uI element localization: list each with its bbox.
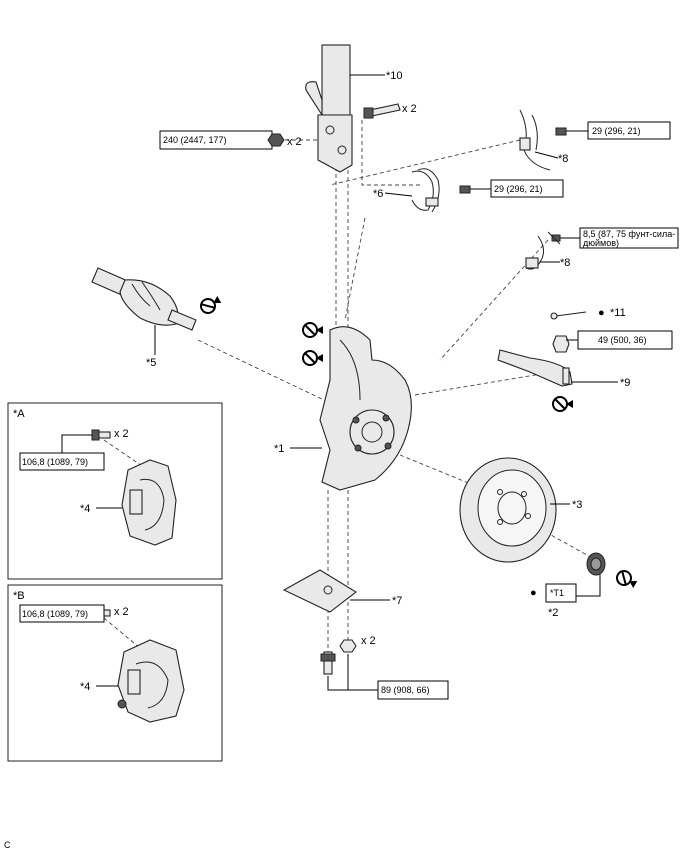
torque-bracket: 29 (296, 21)	[494, 184, 543, 194]
no-reuse-icon	[552, 396, 574, 412]
torque-caliper-b: 106,8 (1089, 79)	[22, 609, 88, 619]
cotter-pin	[550, 311, 587, 320]
strut-assembly	[305, 44, 385, 173]
label-panel-a: *A	[13, 408, 25, 420]
torque-sensor-top: 29 (296, 21)	[592, 126, 641, 136]
dot-cotter-pin: ●	[598, 307, 605, 319]
panel-a	[7, 402, 223, 580]
label-hub-nut: *2	[548, 607, 558, 619]
brake-caliper-a	[121, 459, 177, 546]
qty-strut-nut: x 2	[287, 136, 302, 148]
label-sensor-lower: *8	[560, 257, 570, 269]
panel-b	[7, 584, 223, 762]
qty-caliper-a: x 2	[114, 428, 129, 440]
steering-knuckle	[319, 326, 412, 491]
label-tie-rod: *9	[620, 377, 630, 389]
qty-caliper-b: x 2	[114, 606, 129, 618]
torque-box-caliper-b	[19, 604, 105, 623]
speed-sensor-lower	[525, 231, 561, 270]
label-caliper-b: *4	[80, 681, 90, 693]
qty-lower: x 2	[361, 635, 376, 647]
label-bracket: *6	[373, 188, 383, 200]
label-strut: *10	[386, 70, 403, 82]
label-plate: *7	[392, 595, 402, 607]
strut-bolt	[363, 103, 401, 119]
brake-disc	[459, 457, 557, 563]
corner-code: C	[4, 840, 11, 850]
dot-hub-nut: ●	[530, 587, 537, 599]
strut-nut	[267, 133, 285, 147]
lower-plate	[282, 569, 357, 613]
hub-nut	[586, 552, 606, 576]
torque-sensor-line2: дюймов)	[583, 238, 619, 248]
torque-strut: 240 (2447, 177)	[163, 135, 227, 145]
label-knuckle: *1	[274, 443, 284, 455]
hose-bracket	[411, 168, 471, 213]
torque-caliper-a: 106,8 (1089, 79)	[22, 457, 88, 467]
torque-hub-nut: *T1	[550, 588, 564, 598]
torque-sensor-line1: 8,5 (87, 75 фунт-сила-	[583, 229, 675, 239]
torque-box-lower	[377, 680, 449, 700]
no-reuse-icon	[302, 322, 324, 338]
caliper-bolt-a	[91, 429, 111, 441]
lower-bolt	[320, 651, 336, 675]
label-caliper-a: *4	[80, 503, 90, 515]
no-reuse-icon	[197, 292, 224, 317]
no-reuse-icon	[613, 567, 640, 592]
label-drive-shaft: *5	[146, 357, 156, 369]
tie-rod-end	[497, 335, 573, 387]
lower-nut	[339, 639, 357, 653]
torque-lower: 89 (908, 66)	[381, 685, 430, 695]
no-reuse-icon	[302, 350, 324, 366]
torque-box-hub-nut	[545, 583, 577, 603]
label-panel-b: *B	[13, 590, 25, 602]
brake-caliper-b	[117, 639, 185, 723]
qty-strut-bolt: x 2	[402, 103, 417, 115]
label-sensor-upper: *8	[558, 153, 568, 165]
label-disc: *3	[572, 499, 582, 511]
drive-shaft	[91, 267, 197, 331]
torque-tie-rod: 49 (500, 36)	[598, 335, 647, 345]
label-cotter-pin: *11	[610, 307, 626, 319]
